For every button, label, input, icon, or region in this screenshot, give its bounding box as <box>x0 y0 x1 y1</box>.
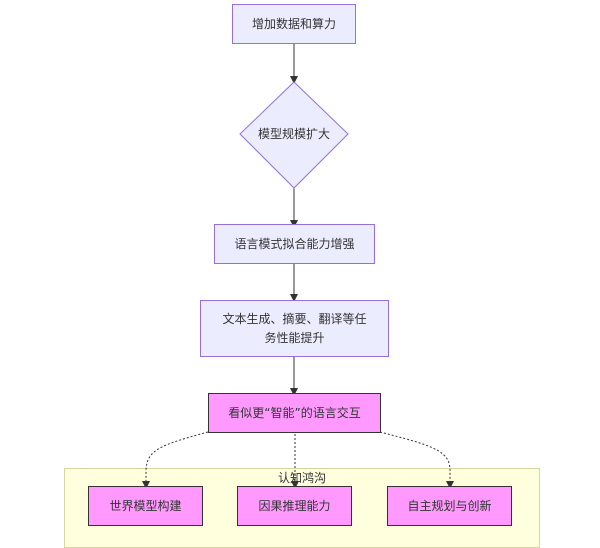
edge-n5-g3 <box>379 431 454 489</box>
diamond-model-scale <box>239 81 349 189</box>
node-world-model: 世界模型构建 <box>88 486 203 526</box>
node-label: 世界模型构建 <box>109 498 182 513</box>
node-label: 语言模式拟合能力增强 <box>234 236 355 251</box>
node-label: 增加数据和算力 <box>251 16 336 31</box>
node-label-line1: 文本生成、摘要、翻译等任 <box>222 311 367 326</box>
node-label: 模型规模扩大 <box>257 126 330 141</box>
node-planning-innovation: 自主规划与创新 <box>387 486 512 526</box>
node-add-data-compute: 增加数据和算力 <box>232 4 356 44</box>
node-task-performance: 文本生成、摘要、翻译等任 务性能提升 <box>200 300 389 357</box>
cluster-title: 认知鸿沟 <box>277 471 326 485</box>
edges-layer <box>142 44 454 489</box>
node-label: 自主规划与创新 <box>407 498 492 513</box>
node-label: 因果推理能力 <box>258 498 331 513</box>
node-language-fit: 语言模式拟合能力增强 <box>214 224 375 264</box>
node-label: 看似更“智能”的语言交互 <box>228 405 361 420</box>
edge-n5-g1 <box>142 431 209 489</box>
node-label-line2: 务性能提升 <box>264 330 325 345</box>
node-model-scale: 模型规模扩大 <box>240 124 348 144</box>
node-smart-interaction: 看似更“智能”的语言交互 <box>208 393 381 433</box>
node-causal-reasoning: 因果推理能力 <box>237 486 352 526</box>
